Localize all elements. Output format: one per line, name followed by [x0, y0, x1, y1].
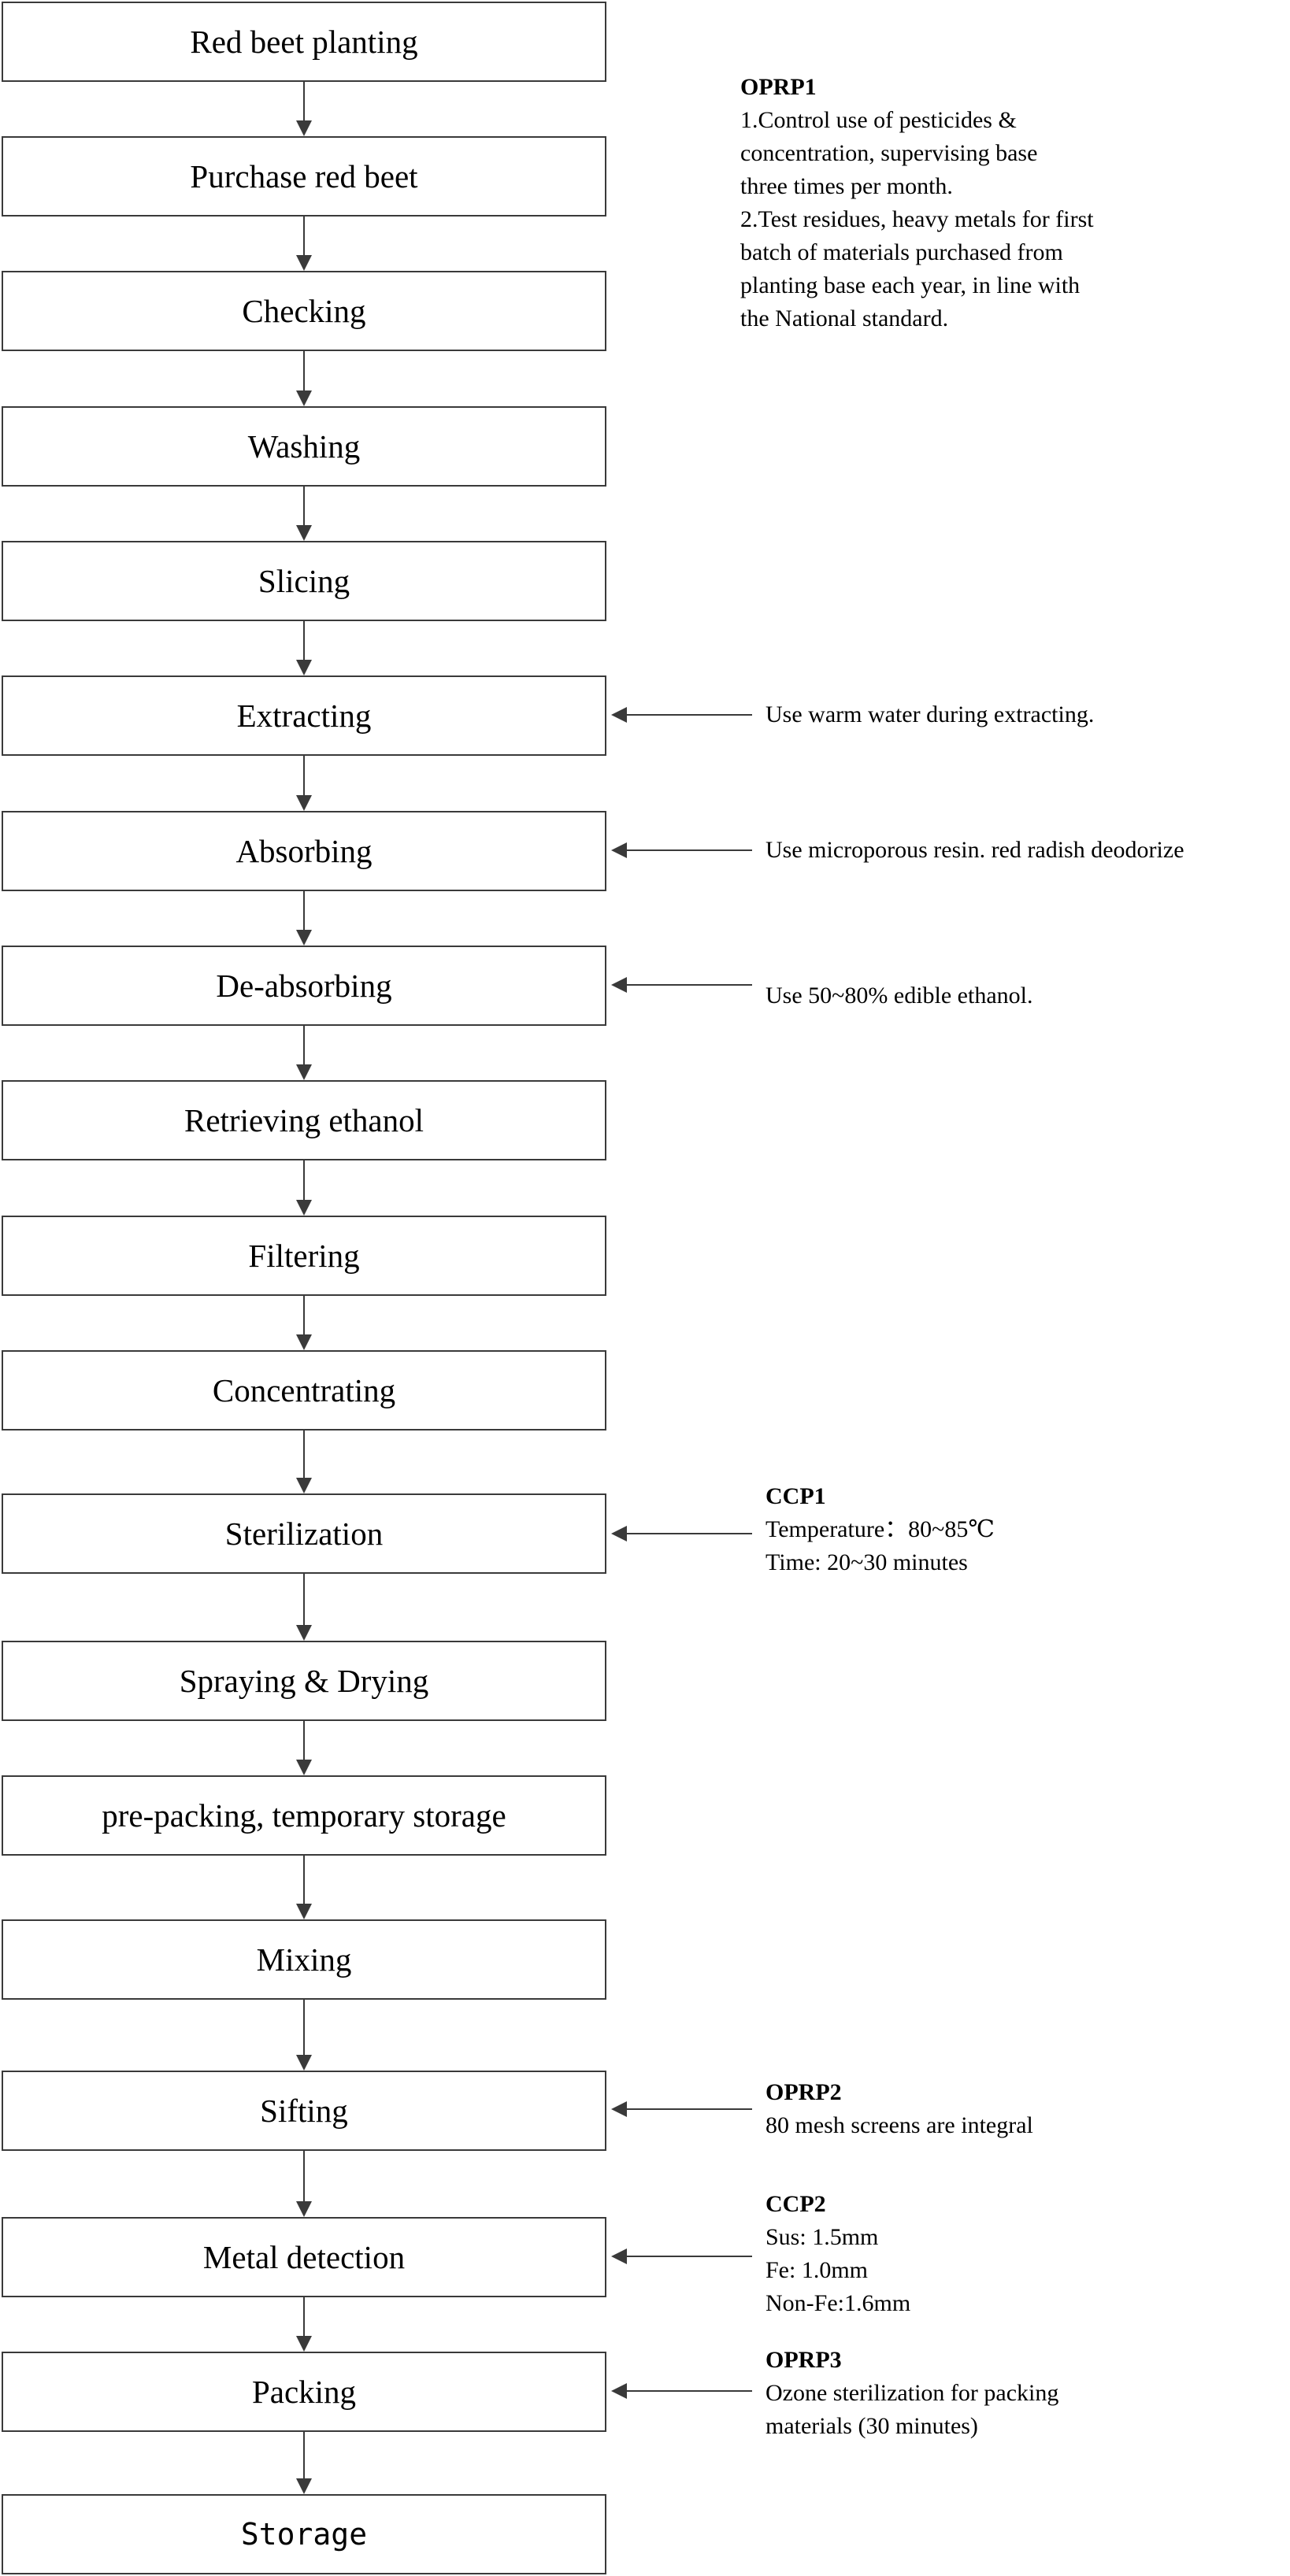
ccp1-line: Temperature：80~85℃: [765, 1516, 995, 1542]
step-slicing: Slicing: [2, 541, 606, 621]
step-washing: Washing: [2, 406, 606, 487]
extracting-note-text: Use warm water during extracting.: [765, 701, 1095, 727]
step-red-beet-planting: Red beet planting: [2, 2, 606, 82]
oprp1-line: 1.Control use of pesticides &: [740, 107, 1017, 133]
step-purchase-red-beet: Purchase red beet: [2, 136, 606, 217]
absorbing-note-text: Use microporous resin. red radish deodor…: [765, 837, 1184, 863]
ccp2-line: Sus: 1.5mm: [765, 2224, 879, 2250]
oprp3-line: materials (30 minutes): [765, 2413, 978, 2439]
step-pre-packing: pre-packing, temporary storage: [2, 1775, 606, 1856]
oprp1-line: the National standard.: [740, 305, 949, 331]
step-de-absorbing: De-absorbing: [2, 946, 606, 1026]
ccp2-line: Non-Fe:1.6mm: [765, 2290, 911, 2316]
ccp2-note: CCP2 Sus: 1.5mm Fe: 1.0mm Non-Fe:1.6mm: [765, 2188, 910, 2320]
step-checking: Checking: [2, 271, 606, 351]
step-mixing: Mixing: [2, 1919, 606, 2000]
oprp1-note: OPRP1 1.Control use of pesticides & conc…: [740, 71, 1094, 335]
ccp2-line: Fe: 1.0mm: [765, 2257, 869, 2283]
oprp1-line: three times per month.: [740, 173, 953, 199]
oprp2-note: OPRP2 80 mesh screens are integral: [765, 2076, 1033, 2142]
step-concentrating: Concentrating: [2, 1350, 606, 1430]
ccp1-heading: CCP1: [765, 1483, 826, 1509]
oprp1-line: planting base each year, in line with: [740, 272, 1081, 298]
de-absorbing-note: Use 50~80% edible ethanol.: [765, 979, 1032, 1012]
de-absorbing-note-text: Use 50~80% edible ethanol.: [765, 983, 1033, 1009]
step-sifting: Sifting: [2, 2071, 606, 2151]
oprp1-heading: OPRP1: [740, 74, 817, 100]
step-absorbing: Absorbing: [2, 811, 606, 891]
oprp1-line: concentration, supervising base: [740, 140, 1038, 166]
absorbing-note: Use microporous resin. red radish deodor…: [765, 834, 1184, 867]
step-packing: Packing: [2, 2352, 606, 2432]
oprp1-line: 2.Test residues, heavy metals for first: [740, 206, 1094, 232]
step-metal-detection: Metal detection: [2, 2217, 606, 2297]
oprp2-heading: OPRP2: [765, 2079, 842, 2105]
oprp3-heading: OPRP3: [765, 2347, 842, 2373]
oprp3-line: Ozone sterilization for packing: [765, 2380, 1059, 2406]
step-extracting: Extracting: [2, 675, 606, 756]
step-spraying-drying: Spraying & Drying: [2, 1641, 606, 1721]
step-storage: Storage: [2, 2494, 606, 2574]
step-retrieving-ethanol: Retrieving ethanol: [2, 1080, 606, 1160]
step-filtering: Filtering: [2, 1216, 606, 1296]
annotation-arrows: [611, 707, 752, 2399]
oprp1-line: batch of materials purchased from: [740, 239, 1063, 265]
ccp1-note: CCP1 Temperature：80~85℃ Time: 20~30 minu…: [765, 1480, 995, 1579]
step-sterilization: Sterilization: [2, 1493, 606, 1574]
ccp1-line: Time: 20~30 minutes: [765, 1549, 968, 1575]
ccp2-heading: CCP2: [765, 2191, 826, 2217]
extracting-note: Use warm water during extracting.: [765, 698, 1094, 731]
oprp2-line: 80 mesh screens are integral: [765, 2112, 1033, 2138]
oprp3-note: OPRP3 Ozone sterilization for packing ma…: [765, 2344, 1058, 2443]
